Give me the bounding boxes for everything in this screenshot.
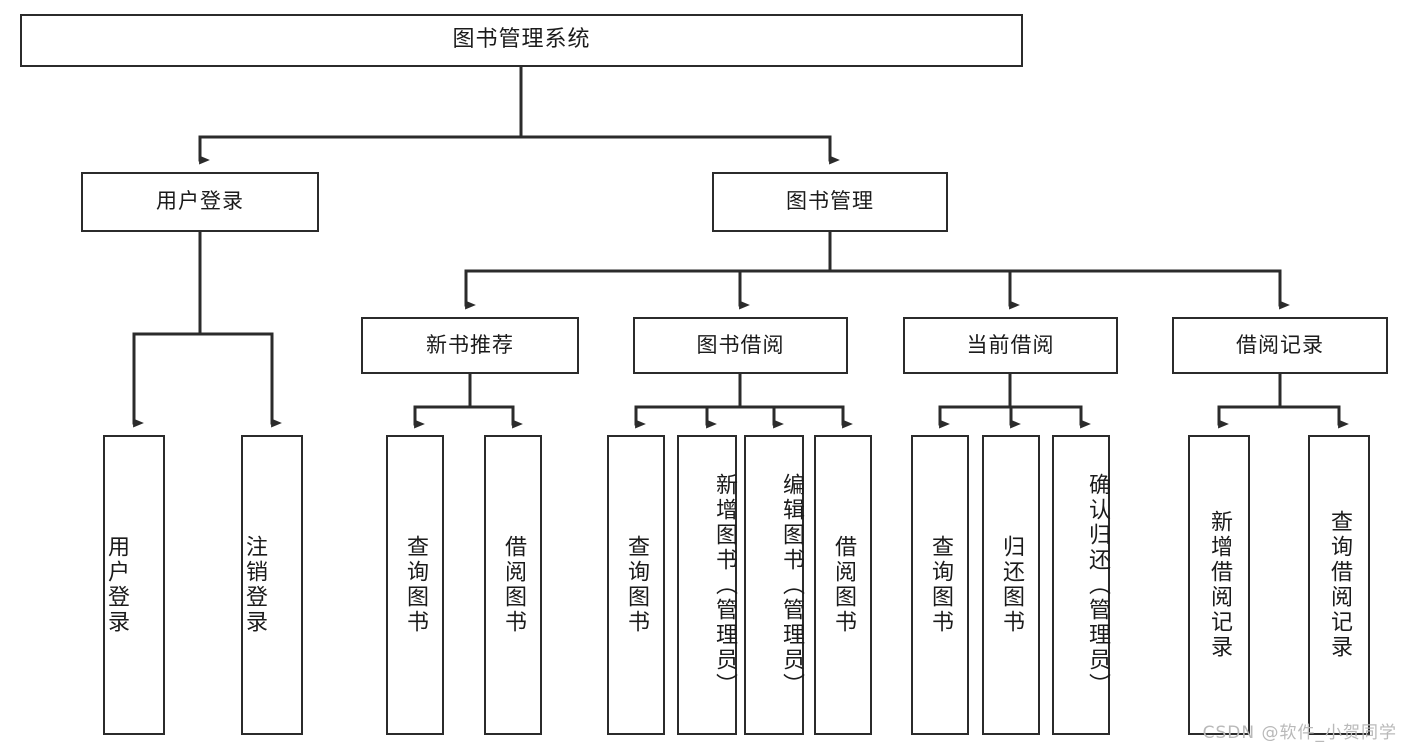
leaf-edit-book-admin[interactable]: 编辑图书（管理员） [744, 435, 804, 735]
leaf-add-book-admin[interactable]: 新增图书（管理员） [677, 435, 737, 735]
leaf-logout[interactable]: 注销登录 [241, 435, 303, 735]
node-borrow-record[interactable]: 借阅记录 [1172, 317, 1388, 374]
leaf-user-login[interactable]: 用户登录 [103, 435, 165, 735]
leaf-query-book-nbr[interactable]: 查询图书 [386, 435, 444, 735]
leaf-add-borrow-record[interactable]: 新增借阅记录 [1188, 435, 1250, 735]
node-book-management[interactable]: 图书管理 [712, 172, 948, 232]
node-root-system[interactable]: 图书管理系统 [20, 14, 1023, 67]
node-book-borrow[interactable]: 图书借阅 [633, 317, 848, 374]
csdn-watermark: CSDN @软件_小贺同学 [1202, 723, 1397, 743]
node-user-login[interactable]: 用户登录 [81, 172, 319, 232]
node-current-borrow[interactable]: 当前借阅 [903, 317, 1118, 374]
leaf-borrow-book-bb[interactable]: 借阅图书 [814, 435, 872, 735]
leaf-query-book-bb[interactable]: 查询图书 [607, 435, 665, 735]
node-new-book-recommend[interactable]: 新书推荐 [361, 317, 579, 374]
leaf-confirm-return-admin[interactable]: 确认归还（管理员） [1052, 435, 1110, 735]
leaf-query-borrow-record[interactable]: 查询借阅记录 [1308, 435, 1370, 735]
leaf-query-book-cb[interactable]: 查询图书 [911, 435, 969, 735]
leaf-return-book[interactable]: 归还图书 [982, 435, 1040, 735]
leaf-borrow-book-nbr[interactable]: 借阅图书 [484, 435, 542, 735]
